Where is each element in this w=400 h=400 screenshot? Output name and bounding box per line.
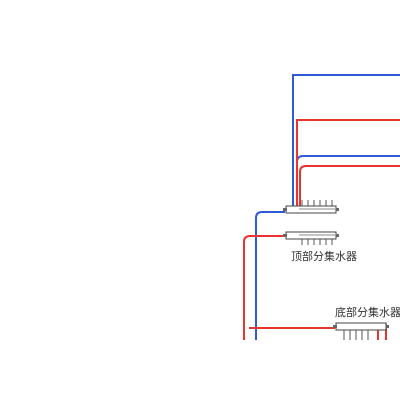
top-manifold-outlets [301, 200, 333, 245]
bottom-manifold-label: 底部分集水器 [335, 307, 400, 319]
top-manifold-label: 顶部分集水器 [291, 251, 357, 263]
supply-pipes [243, 119, 400, 340]
supply-pipe-main [296, 119, 400, 206]
bottom-manifold [333, 322, 389, 340]
top-manifold-valves [283, 208, 339, 237]
bottom-manifold-bar [335, 322, 387, 331]
return-pipe-bottom [255, 211, 285, 340]
bottom-manifold-outlets [343, 330, 369, 340]
top-manifold-markings [299, 208, 335, 236]
top-manifold [283, 200, 339, 245]
supply-pipe-left [243, 235, 285, 340]
return-pipe-main [292, 74, 400, 206]
supply-pipe-second [299, 165, 400, 206]
return-pipe-second [296, 155, 400, 206]
bottom-manifold-valves [333, 325, 389, 328]
